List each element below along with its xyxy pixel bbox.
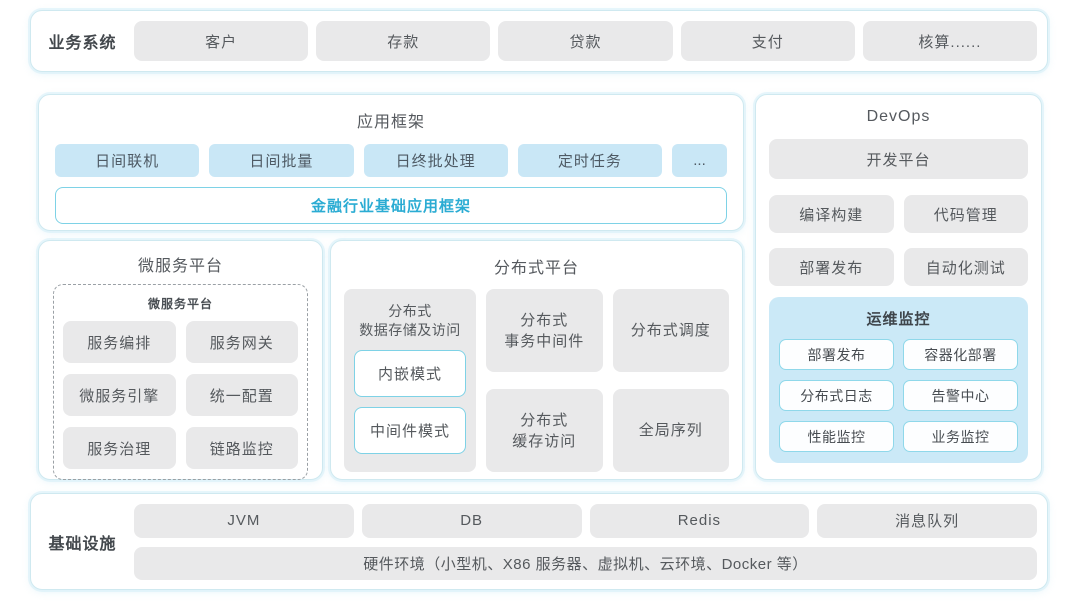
business-system-label: 业务系统 <box>48 35 117 52</box>
devops-title: DevOps <box>866 108 931 125</box>
finance-base-framework: 金融行业基础应用框架 <box>55 187 727 224</box>
devops-tools: 编译构建 代码管理 部署发布 自动化测试 <box>769 195 1028 286</box>
infra-redis: Redis <box>589 503 810 538</box>
ops-monitor-items: 部署发布 容器化部署 分布式日志 告警中心 性能监控 业务监控 <box>779 339 1018 452</box>
infra-message-queue: 消息队列 <box>817 503 1037 538</box>
distributed-panel: 分布式平台 分布式 数据存储及访问 内嵌模式 中间件模式 分布式 事务中间件 分… <box>330 240 743 480</box>
business-item-accounting: 核算...... <box>862 21 1038 61</box>
module-scheduled-task: 定时任务 <box>517 144 662 177</box>
microservice-items: 服务编排 服务网关 微服务引擎 统一配置 服务治理 链路监控 <box>63 321 298 469</box>
tool-deploy-release: 部署发布 <box>769 248 894 286</box>
tool-compile-build: 编译构建 <box>769 195 894 233</box>
infrastructure-content: JVM DB Redis 消息队列 硬件环境（小型机、X86 服务器、虚拟机、云… <box>134 503 1037 580</box>
ms-service-orchestration: 服务编排 <box>63 321 176 363</box>
app-framework-panel: 应用框架 日间联机 日间批量 日终批处理 定时任务 ... 金融行业基础应用框架 <box>38 94 744 231</box>
monitor-container-deploy: 容器化部署 <box>903 339 1018 370</box>
business-system-panel: 业务系统 客户 存款 贷款 支付 核算...... <box>30 10 1048 72</box>
module-daytime-online: 日间联机 <box>55 144 200 177</box>
infrastructure-items: JVM DB Redis 消息队列 <box>134 503 1037 538</box>
ms-trace-monitor: 链路监控 <box>185 427 298 469</box>
ms-service-gateway: 服务网关 <box>185 321 298 363</box>
module-eod-batch: 日终批处理 <box>363 144 508 177</box>
distributed-middle-column: 分布式 事务中间件 分布式 缓存访问 <box>486 289 603 472</box>
ms-service-governance: 服务治理 <box>63 427 176 469</box>
infrastructure-label: 基础设施 <box>48 535 117 553</box>
ops-monitor-title: 运维监控 <box>866 311 931 328</box>
monitor-distributed-log: 分布式日志 <box>779 380 894 411</box>
hardware-environment-box: 硬件环境（小型机、X86 服务器、虚拟机、云环境、Docker 等） <box>134 546 1037 580</box>
distributed-storage-label: 分布式 数据存储及访问 <box>359 303 461 338</box>
infra-db: DB <box>361 503 582 538</box>
global-sequence-box: 全局序列 <box>612 389 729 472</box>
ops-monitor-panel: 运维监控 部署发布 容器化部署 分布式日志 告警中心 性能监控 业务监控 <box>769 297 1028 463</box>
business-item-deposit: 存款 <box>316 21 491 61</box>
distributed-title: 分布式平台 <box>493 260 579 277</box>
storage-middleware-mode: 中间件模式 <box>354 406 466 454</box>
app-framework-modules: 日间联机 日间批量 日终批处理 定时任务 ... <box>55 144 727 177</box>
business-item-loan: 贷款 <box>498 21 673 61</box>
distributed-right-column: 分布式调度 全局序列 <box>612 289 729 472</box>
business-item-payment: 支付 <box>680 21 855 61</box>
distributed-cache-box: 分布式 缓存访问 <box>486 389 603 472</box>
module-daytime-batch: 日间批量 <box>209 144 354 177</box>
tool-code-management: 代码管理 <box>903 195 1028 233</box>
devops-panel: DevOps 开发平台 编译构建 代码管理 部署发布 自动化测试 运维监控 部署… <box>755 94 1042 480</box>
business-item-customer: 客户 <box>134 21 309 61</box>
distributed-storage-box: 分布式 数据存储及访问 内嵌模式 中间件模式 <box>344 289 476 472</box>
monitor-performance: 性能监控 <box>779 421 894 452</box>
monitor-deploy-release: 部署发布 <box>779 339 894 370</box>
dev-platform-box: 开发平台 <box>769 139 1028 179</box>
storage-embedded-mode: 内嵌模式 <box>354 349 466 397</box>
devops-content: 开发平台 编译构建 代码管理 部署发布 自动化测试 运维监控 部署发布 容器化部… <box>756 139 1041 463</box>
monitor-business: 业务监控 <box>903 421 1018 452</box>
ms-microservice-engine: 微服务引擎 <box>63 374 176 416</box>
microservice-inner-box: 微服务平台 服务编排 服务网关 微服务引擎 统一配置 服务治理 链路监控 <box>53 284 308 480</box>
monitor-alert-center: 告警中心 <box>903 380 1018 411</box>
infra-jvm: JVM <box>134 503 354 538</box>
microservice-title: 微服务平台 <box>137 258 223 275</box>
microservice-inner-title: 微服务平台 <box>147 297 213 311</box>
module-ellipsis: ... <box>672 144 727 177</box>
microservice-panel: 微服务平台 微服务平台 服务编排 服务网关 微服务引擎 统一配置 服务治理 链路… <box>38 240 323 480</box>
infrastructure-panel: 基础设施 JVM DB Redis 消息队列 硬件环境（小型机、X86 服务器、… <box>30 493 1048 590</box>
ms-unified-config: 统一配置 <box>185 374 298 416</box>
distributed-content: 分布式 数据存储及访问 内嵌模式 中间件模式 分布式 事务中间件 分布式 缓存访… <box>344 289 729 472</box>
business-system-items: 客户 存款 贷款 支付 核算...... <box>134 21 1038 61</box>
app-framework-title: 应用框架 <box>356 114 425 131</box>
distributed-transaction-box: 分布式 事务中间件 <box>486 289 603 372</box>
distributed-scheduling-box: 分布式调度 <box>612 289 729 372</box>
tool-automated-testing: 自动化测试 <box>903 248 1028 286</box>
